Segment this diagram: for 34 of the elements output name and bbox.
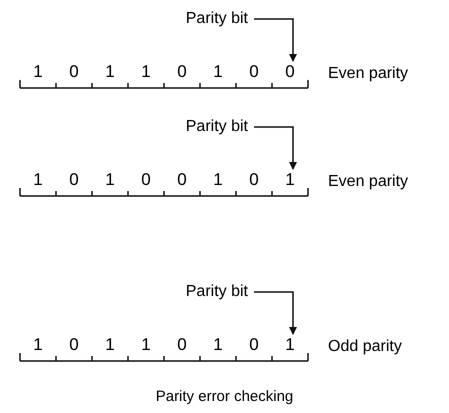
bit-value: 1 xyxy=(212,335,224,355)
bit-value: 0 xyxy=(248,62,260,82)
caption: Parity error checking xyxy=(154,387,294,407)
bit-value: 0 xyxy=(176,170,188,190)
bit-value: 1 xyxy=(104,170,116,190)
bit-value: 0 xyxy=(140,170,152,190)
bit-value: 1 xyxy=(140,335,152,355)
bit-value: 0 xyxy=(248,335,260,355)
parity-type-label: Even parity xyxy=(328,172,410,192)
bit-value: 1 xyxy=(32,170,44,190)
arrow xyxy=(254,291,297,335)
bit-value: 1 xyxy=(104,335,116,355)
bit-value: 0 xyxy=(68,335,80,355)
bit-value: 1 xyxy=(32,62,44,82)
parity-bit: 1 xyxy=(280,170,300,190)
pointer-label: Parity bit xyxy=(150,281,248,303)
bit-value: 0 xyxy=(176,62,188,82)
bit-value: 0 xyxy=(68,170,80,190)
pointer-label: Parity bit xyxy=(150,8,248,30)
bit-value: 1 xyxy=(212,170,224,190)
bit-value: 0 xyxy=(176,335,188,355)
parity-bit: 1 xyxy=(280,335,300,355)
bit-value: 1 xyxy=(104,62,116,82)
arrow xyxy=(254,18,297,62)
parity-type-label: Odd parity xyxy=(328,337,403,357)
bit-value: 1 xyxy=(140,62,152,82)
bit-value: 0 xyxy=(248,170,260,190)
arrow xyxy=(254,126,297,170)
parity-bit: 0 xyxy=(280,62,300,82)
pointer-label: Parity bit xyxy=(150,116,248,138)
bit-value: 1 xyxy=(212,62,224,82)
bit-value: 0 xyxy=(68,62,80,82)
parity-type-label: Even parity xyxy=(328,64,410,84)
bit-value: 1 xyxy=(32,335,44,355)
